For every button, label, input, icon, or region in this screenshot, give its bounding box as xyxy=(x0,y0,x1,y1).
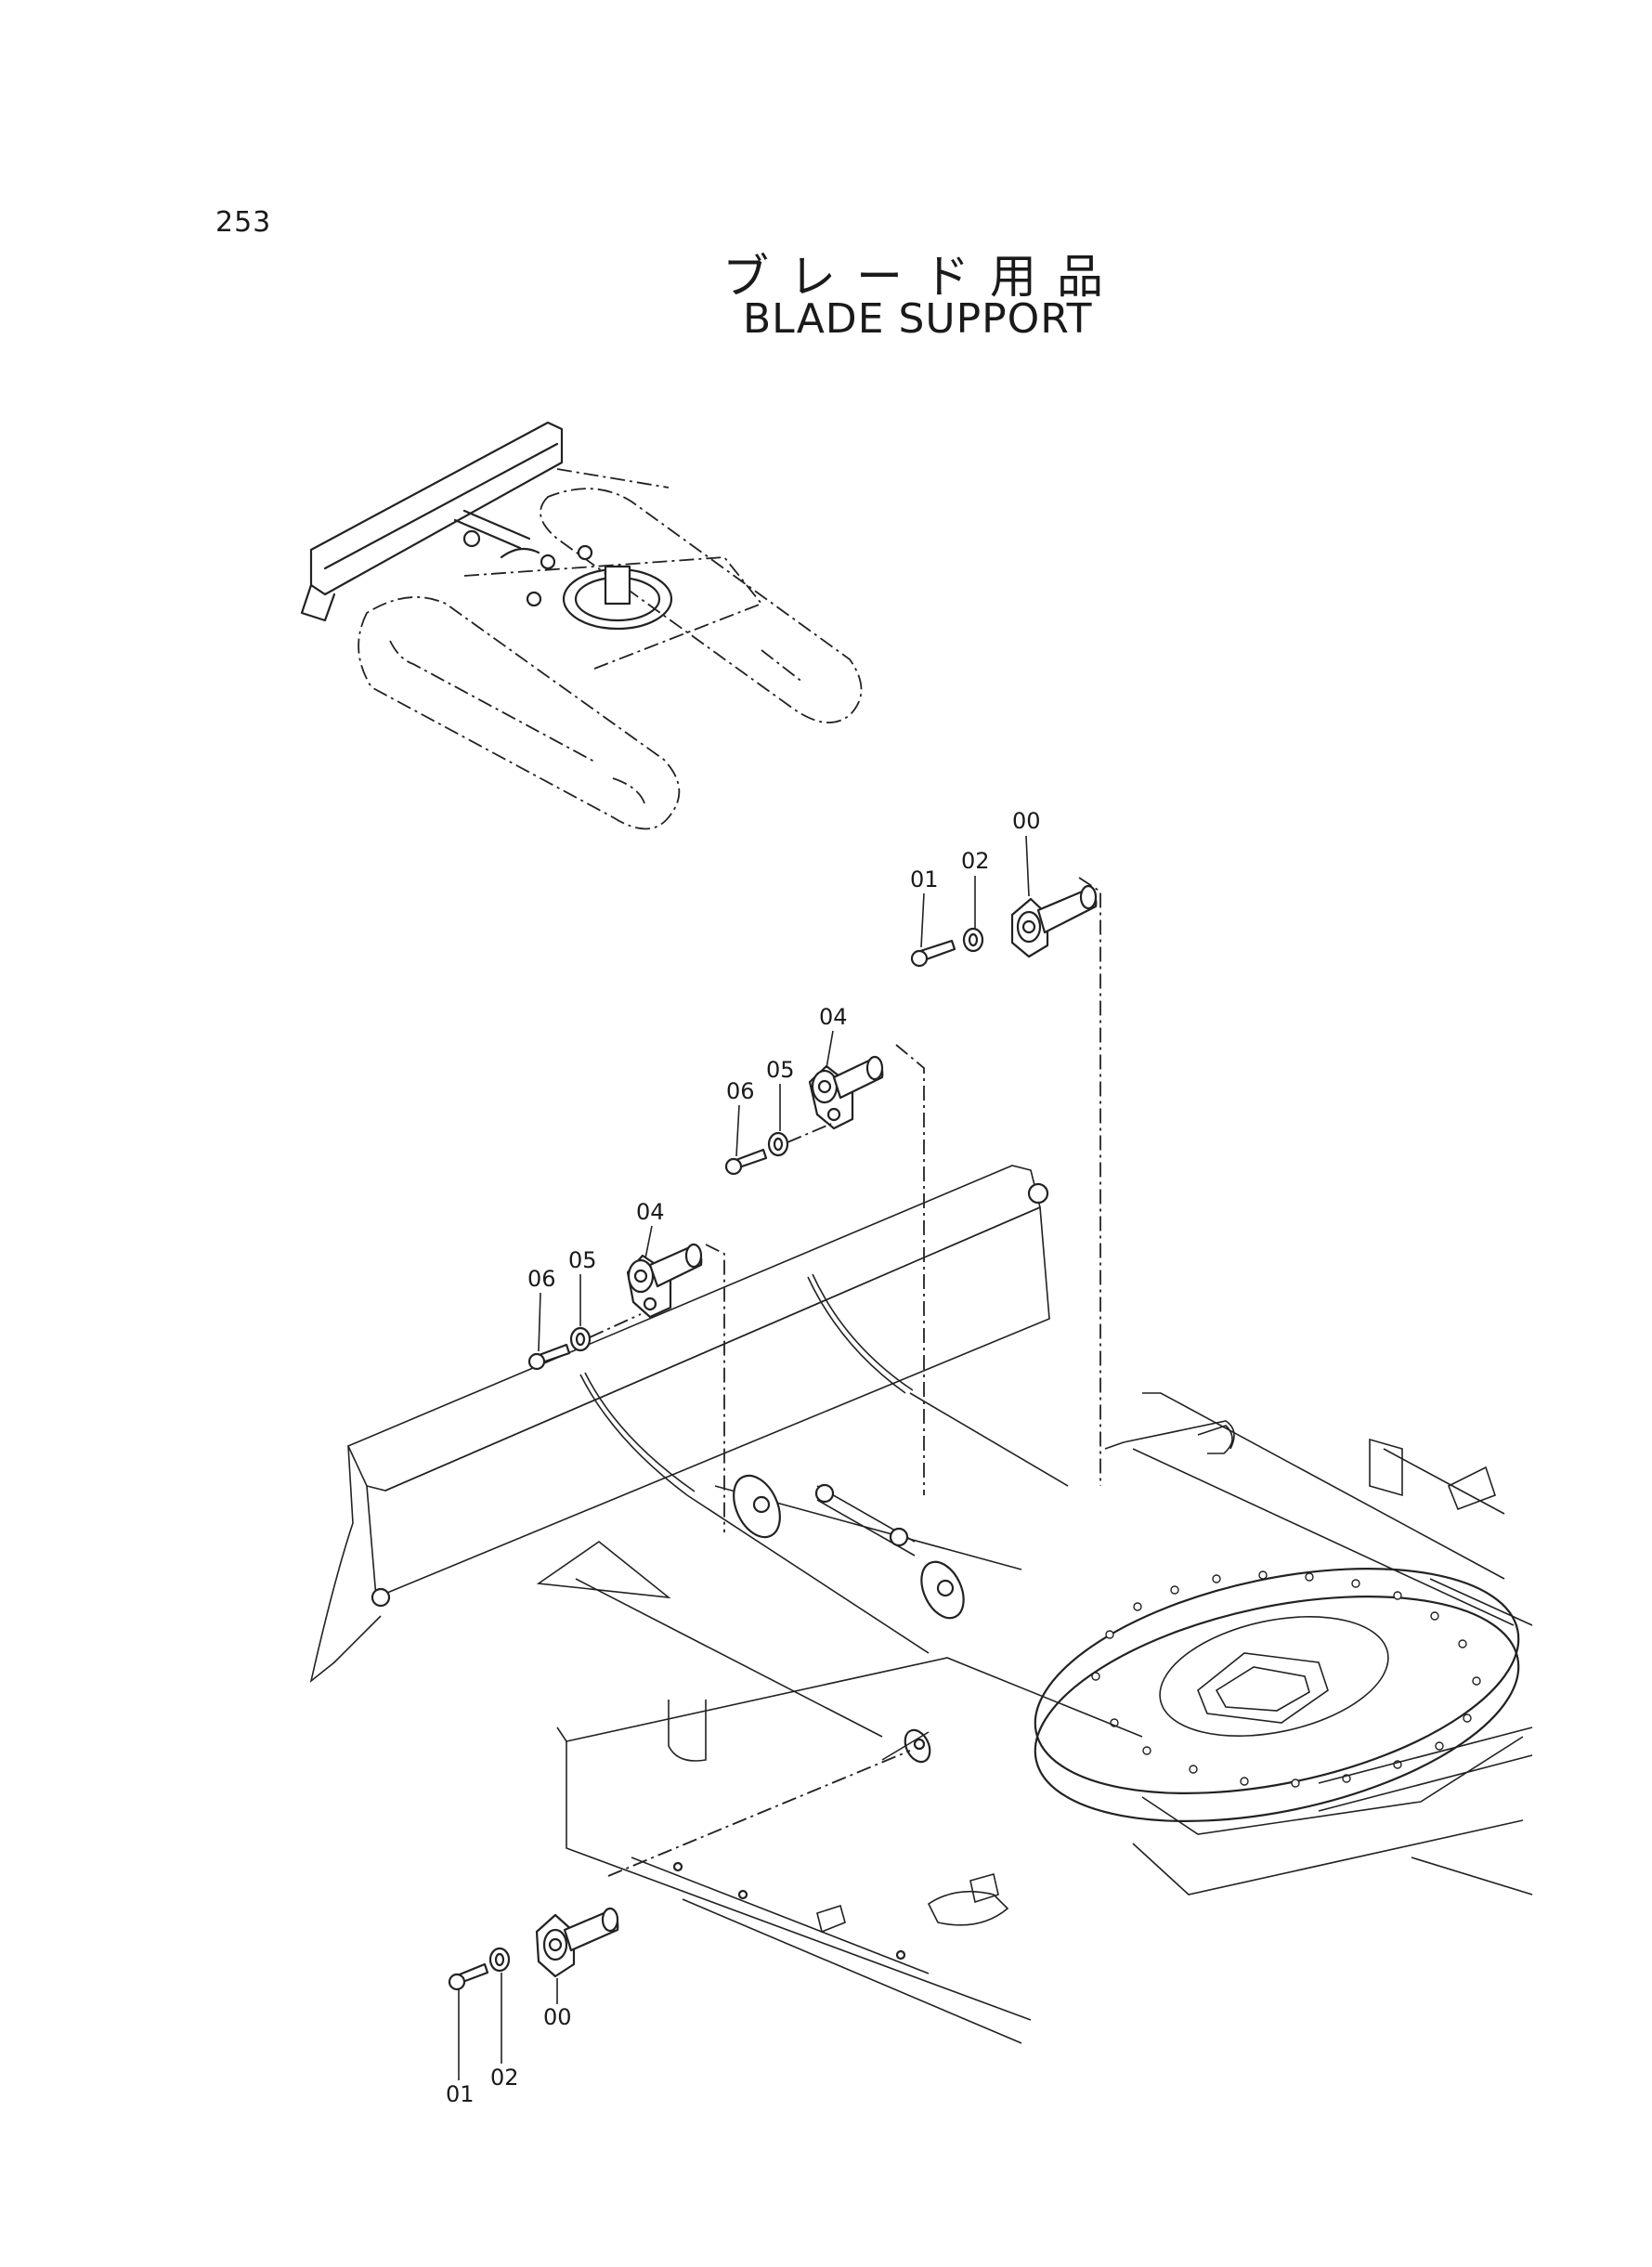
upper-pin-assembly: 00 01 02 xyxy=(910,808,1098,968)
lower-pin-assembly: 00 01 02 xyxy=(446,1907,619,2107)
frame-turntable-drawing xyxy=(556,1392,1533,2044)
callout-02-lower: 02 xyxy=(490,2065,519,2091)
callout-04-middle-2: 04 xyxy=(636,1199,665,1225)
callout-01-upper: 01 xyxy=(910,866,939,892)
middle-pin-assembly-2: 04 05 06 xyxy=(527,1199,703,1371)
callout-06-middle-1: 06 xyxy=(726,1078,755,1104)
title-english: BLADE SUPPORT xyxy=(743,295,1093,343)
title-japanese: ブレード用品 xyxy=(722,250,1124,304)
callout-05-middle-1: 05 xyxy=(766,1057,795,1083)
page-number: 253 xyxy=(215,206,272,239)
main-blade-drawing xyxy=(309,1165,1069,1738)
callout-06-middle-2: 06 xyxy=(527,1266,556,1292)
callout-04-middle-1: 04 xyxy=(819,1004,848,1030)
alignment-lines xyxy=(607,877,1101,1877)
middle-pin-assembly-1: 04 05 06 xyxy=(724,1004,884,1176)
callout-00-lower: 00 xyxy=(543,2004,572,2030)
callout-02-upper: 02 xyxy=(961,848,990,874)
callout-00-upper: 00 xyxy=(1012,808,1041,834)
overview-undercarriage-drawing xyxy=(300,421,863,830)
callout-05-middle-2: 05 xyxy=(568,1247,597,1273)
callout-01-lower: 01 xyxy=(446,2081,475,2107)
